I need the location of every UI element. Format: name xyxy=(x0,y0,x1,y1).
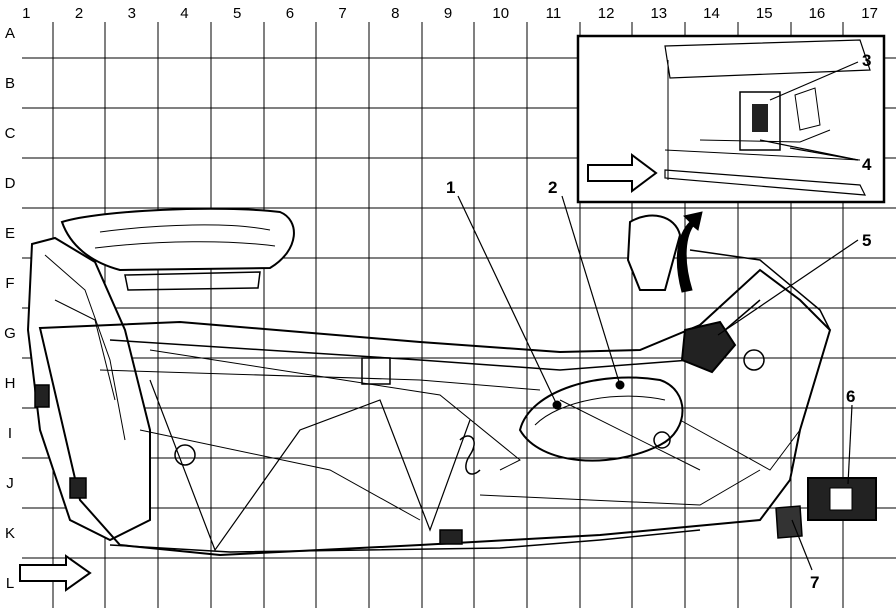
callout-2: 2 xyxy=(548,178,557,197)
grid-column-label: 4 xyxy=(180,5,188,22)
grid-column-label: 5 xyxy=(233,5,241,22)
curved-arrow-icon xyxy=(676,211,703,293)
grid-column-label: 11 xyxy=(546,5,562,22)
grid-row-label: C xyxy=(5,125,16,142)
grid-row-label: L xyxy=(6,575,14,592)
grid-row-label: D xyxy=(5,175,16,192)
callout-3: 3 xyxy=(862,51,871,70)
callout-leaders xyxy=(457,61,859,571)
grid-column-label: 8 xyxy=(391,5,399,22)
callout-7: 7 xyxy=(810,573,819,592)
grid-row-label: E xyxy=(5,225,15,242)
grid-column-label: 17 xyxy=(861,5,878,22)
grid-column-label: 6 xyxy=(286,5,294,22)
vehicle-structure-drawing xyxy=(26,207,877,557)
grid-row-labels: A B C D E F G H I J K L xyxy=(4,25,16,592)
callout-5: 5 xyxy=(862,231,871,250)
right-arrow-icon xyxy=(19,554,92,592)
right-arrow-icon xyxy=(587,153,658,193)
grid-row-label: J xyxy=(6,475,14,492)
grid-column-label: 16 xyxy=(809,5,826,22)
grid-column-label: 1 xyxy=(22,5,30,22)
grid-column-label: 9 xyxy=(444,5,452,22)
grid-row-label: A xyxy=(5,25,15,42)
grid-column-label: 7 xyxy=(338,5,346,22)
grid-row-label: G xyxy=(4,325,16,342)
grid-row-label: B xyxy=(5,75,15,92)
grid-row-label: F xyxy=(5,275,14,292)
grid-row-label: H xyxy=(5,375,16,392)
callout-1: 1 xyxy=(446,178,455,197)
grid-row-label: K xyxy=(5,525,15,542)
grid-column-label: 10 xyxy=(492,5,509,22)
grid-column-label: 12 xyxy=(598,5,615,22)
callout-4: 4 xyxy=(862,155,872,174)
grid-column-label: 2 xyxy=(75,5,83,22)
grid-column-label: 15 xyxy=(756,5,773,22)
callout-6: 6 xyxy=(846,387,855,406)
grid-column-label: 13 xyxy=(650,5,667,22)
grid-column-label: 3 xyxy=(128,5,136,22)
grid-column-label: 14 xyxy=(703,5,720,22)
grid-row-label: I xyxy=(8,425,12,442)
